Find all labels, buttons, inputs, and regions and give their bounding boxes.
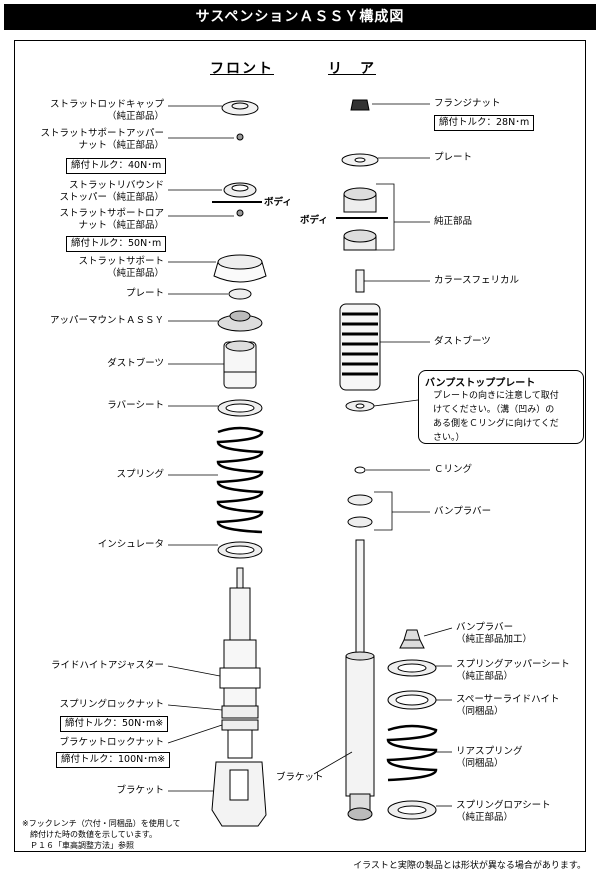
rear-shaft: [355, 539, 365, 659]
label-spring: スプリング: [116, 469, 164, 480]
diagram-frame: [14, 40, 586, 852]
rear-body: [345, 655, 375, 797]
front-body: [229, 587, 251, 643]
torque-box-3: 締付トルク：50N･m※: [60, 716, 169, 732]
label-rear-dust-boot: ダストブーツ: [434, 336, 491, 347]
bracket-lock-nut: [221, 719, 259, 731]
bump-stop-note: バンプストッププレート プレートの向きに注意して取付けてください。（溝（凹み）の…: [418, 370, 584, 444]
torque-box-1: 締付トルク：40N･m: [66, 158, 167, 174]
label-front-body: ボディ: [264, 197, 292, 208]
label-spring-lower-seat: スプリングロアシート（純正部品）: [456, 800, 551, 823]
label-support-upper-nut: ストラットサポートアッパーナット（純正部品）: [40, 128, 164, 151]
footnote: ※フックレンチ（穴付・同梱品）を使用して 締付けた時の数値を示しています。 Ｐ１…: [22, 819, 181, 850]
label-spring-upper-seat: スプリングアッパーシート（純正部品）: [456, 659, 570, 682]
label-spring-lock-nut: スプリングロックナット: [59, 699, 164, 710]
rear-spring: [386, 724, 438, 782]
label-spacer: スペーサーライドハイト（同梱品）: [456, 694, 560, 717]
page-title: サスペンションＡＳＳＹ構成図: [4, 4, 596, 30]
torque-box-2: 締付トルク：50N･m: [66, 236, 167, 252]
front-heading: フロント: [210, 61, 274, 77]
bump-rubber: [347, 494, 373, 506]
spring-lock-nut: [221, 705, 259, 719]
label-rear-bracket: ブラケット: [276, 772, 324, 783]
label-flange-nut: フランジナット: [434, 98, 501, 109]
note-title: バンプストッププレート: [425, 378, 536, 389]
label-rebound-stopper: ストラットリバウンドストッパー（純正部品）: [59, 180, 164, 203]
rear-heading: リ ア: [328, 61, 376, 77]
label-upper-mount: アッパーマウントＡＳＳＹ: [49, 315, 164, 326]
label-genuine: 純正部品: [434, 216, 473, 227]
label-bump-rubber-2: バンプラバー（純正部品加工）: [456, 622, 533, 645]
label-support-lower-nut: ストラットサポートロアナット（純正部品）: [59, 208, 164, 231]
flange-nut: [350, 99, 370, 111]
label-bracket-lock-nut: ブラケットロックナット: [59, 737, 164, 748]
torque-box-4: 締付トルク：100N･m※: [56, 752, 171, 768]
label-rear-spring: リアスプリング（同梱品）: [456, 746, 523, 769]
label-front-plate: プレート: [125, 288, 164, 299]
front-spring: [216, 426, 264, 534]
label-rod-cap: ストラットロッドキャップ（純正部品）: [49, 99, 164, 122]
ride-height-adjuster: [219, 667, 261, 689]
label-insulator: インシュレータ: [97, 539, 164, 550]
label-collar: カラースフェリカル: [434, 275, 520, 286]
c-ring: [354, 466, 366, 474]
label-front-bracket: ブラケット: [116, 785, 164, 796]
rod-cap: [221, 100, 259, 116]
label-front-dust-boot: ダストブーツ: [107, 358, 164, 369]
label-rear-body: ボディ: [300, 215, 328, 226]
torque-box-rear: 締付トルク：28N･m: [434, 115, 535, 131]
label-bump-rubber: バンプラバー: [434, 506, 492, 517]
collar: [355, 269, 365, 293]
label-strut-support: ストラットサポート（純正部品）: [78, 256, 164, 279]
front-shaft: [236, 567, 244, 591]
label-ride-height-adjuster: ライドハイトアジャスター: [51, 660, 164, 671]
label-c-ring: Ｃリング: [434, 464, 473, 475]
rear-dust-boot: [339, 303, 381, 391]
upper-nut: [236, 133, 244, 141]
rear-bump-rubber: [399, 629, 425, 649]
lower-nut: [236, 209, 244, 217]
label-rubber-seat: ラバーシート: [107, 400, 164, 411]
disclaimer: イラストと実際の製品とは形状が異なる場合があります。: [353, 861, 586, 871]
label-rear-plate: プレート: [434, 152, 473, 163]
